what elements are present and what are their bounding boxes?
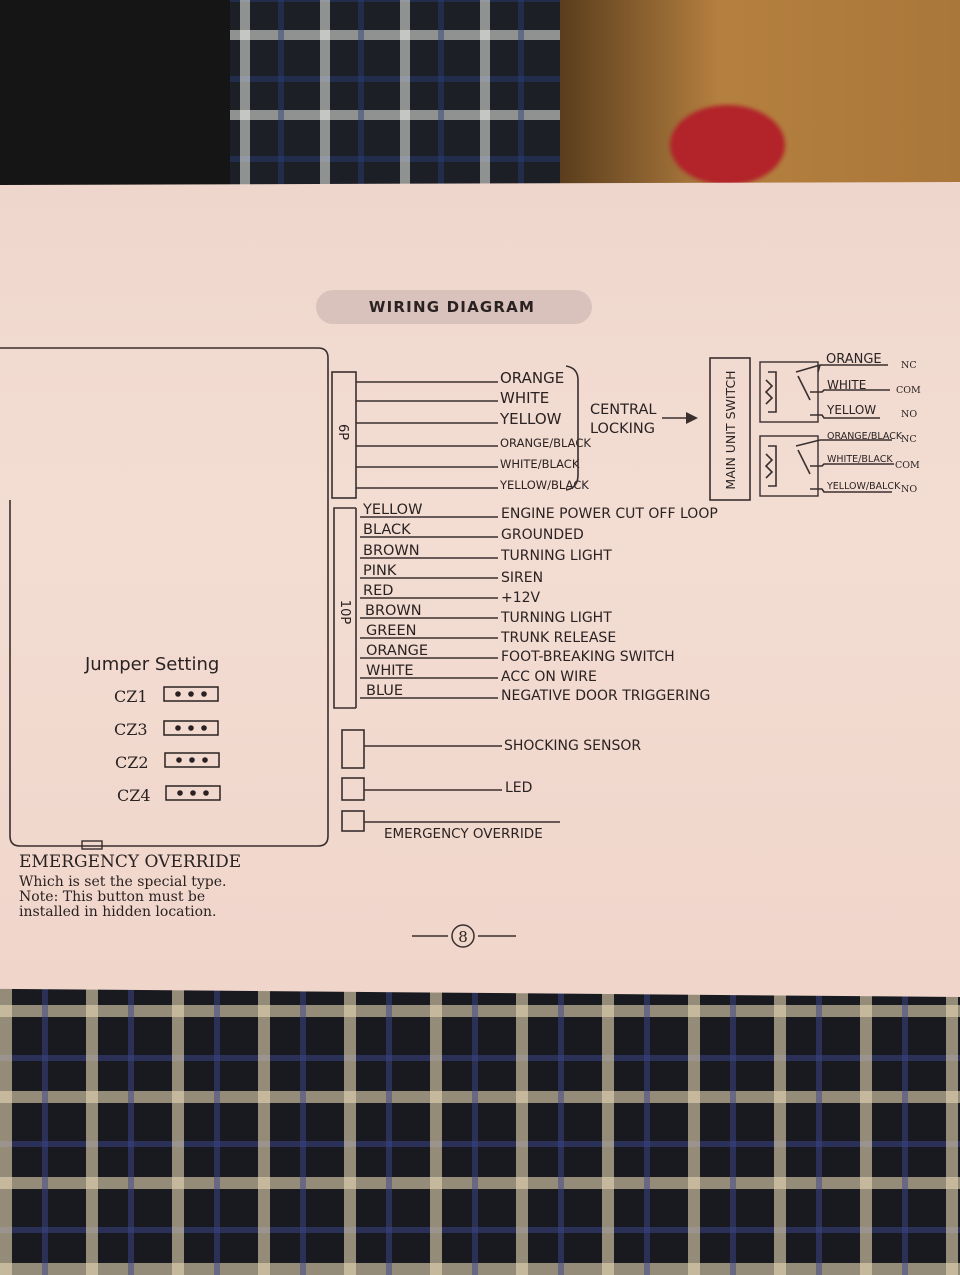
arrow-right-icon: [686, 412, 698, 424]
footnote-line: installed in hidden location.: [19, 904, 217, 920]
jumper-setting-title: Jumper Setting: [84, 654, 219, 675]
wires-10p: [360, 516, 498, 699]
wire-6p-label: WHITE/BLACK: [500, 457, 580, 471]
relay2-wire-label: YELLOW/BALCK: [826, 481, 901, 492]
shock-sensor-label: SHOCKING SENSOR: [504, 738, 641, 754]
wire-10p-color: BLACK: [363, 522, 411, 538]
connector-10p-label: 10P: [337, 600, 352, 625]
wire-10p-function: ACC ON WIRE: [501, 669, 597, 685]
override-connector-label: EMERGENCY OVERRIDE: [384, 826, 543, 842]
wire-10p-color: YELLOW: [362, 502, 422, 518]
wire-6p-label: ORANGE: [500, 369, 564, 387]
relay2-wire-label: ORANGE/BLACK: [827, 431, 903, 442]
relay2-contact-label: NC: [901, 434, 917, 445]
connector-led: [341, 777, 365, 801]
wire-10p-color: BLUE: [366, 683, 403, 699]
jumper-cz1: CZ1: [114, 686, 219, 706]
connector-shock-sensor: [341, 729, 365, 769]
background-red-object: [670, 105, 785, 185]
page-number-circle: [451, 924, 475, 948]
wire-10p-color: BROWN: [363, 543, 420, 559]
jumper-label: CZ3: [114, 720, 148, 739]
background-fabric-bottom: [0, 985, 960, 1275]
wire-6p-label: WHITE: [500, 389, 549, 407]
relay1-wire-label: YELLOW: [826, 403, 876, 417]
relay-1: [759, 361, 890, 423]
relay2-contact-label: COM: [895, 460, 920, 471]
relay2-contact-label: NO: [901, 484, 917, 495]
connector-6p: [331, 371, 357, 499]
main-unit-switch-label: MAIN UNIT SWITCH: [723, 370, 738, 489]
wire-10p-color: ORANGE: [366, 643, 428, 659]
wire-10p-function: ENGINE POWER CUT OFF LOOP: [501, 506, 718, 522]
wire-6p-label: ORANGE/BLACK: [500, 436, 591, 450]
relay1-wire-label: WHITE: [827, 378, 866, 392]
background-dark-corner: [0, 0, 230, 200]
wire-10p-function: TURNING LIGHT: [500, 610, 612, 626]
page-number: 8: [458, 928, 468, 946]
footnote-line: Note: This button must be: [19, 889, 205, 905]
connector-emergency-override: [341, 810, 365, 832]
wire-10p-color: RED: [363, 583, 393, 599]
jumper-label: CZ1: [114, 687, 148, 706]
jumper-label: CZ4: [117, 786, 151, 805]
main-unit-switch-box: [709, 357, 751, 501]
wire-10p-function: FOOT-BREAKING SWITCH: [501, 649, 675, 665]
wire-6p-label: YELLOW/BLACK: [499, 478, 589, 492]
relay-2: [759, 435, 894, 497]
wire-10p-color: GREEN: [366, 623, 416, 639]
wire-10p-color: PINK: [363, 563, 397, 579]
led-label: LED: [505, 780, 532, 796]
central-locking-label-1: CENTRAL: [590, 402, 656, 418]
wire-10p-function: TURNING LIGHT: [500, 548, 612, 564]
central-locking-brace: [565, 365, 579, 491]
wire-10p-function: SIREN: [501, 570, 543, 586]
footnote-heading: EMERGENCY OVERRIDE: [19, 852, 241, 872]
override-button-outline: [81, 840, 103, 850]
jumper-label: CZ2: [115, 753, 149, 772]
jumper-cz4: CZ4: [117, 785, 221, 805]
wire-10p-function: +12V: [501, 590, 541, 606]
relay1-contact-label: NC: [901, 360, 917, 371]
footnote-line: Which is set the special type.: [19, 874, 226, 890]
title-pill: [316, 290, 592, 324]
jumper-cz2: CZ2: [115, 752, 220, 772]
central-locking-label-2: LOCKING: [590, 421, 655, 437]
relay1-contact-label: NO: [901, 409, 917, 420]
wire-10p-function: GROUNDED: [501, 527, 584, 543]
relay2-wire-label: WHITE/BLACK: [827, 454, 893, 465]
relay1-wire-label: ORANGE: [826, 352, 882, 367]
wire-10p-color: BROWN: [365, 603, 422, 619]
connector-6p-label: 6P: [335, 424, 350, 440]
jumper-cz3: CZ3: [114, 720, 219, 739]
connector-10p: [333, 507, 356, 709]
wire-10p-function: TRUNK RELEASE: [500, 630, 616, 646]
wire-10p-color: WHITE: [366, 663, 414, 679]
wire-6p-label: YELLOW: [499, 410, 562, 428]
diagram-title: WIRING DIAGRAM: [369, 298, 535, 316]
main-unit-box: [0, 347, 329, 847]
relay1-contact-label: COM: [896, 385, 921, 396]
wire-10p-function: NEGATIVE DOOR TRIGGERING: [501, 688, 710, 704]
wires-6p: [356, 381, 498, 489]
